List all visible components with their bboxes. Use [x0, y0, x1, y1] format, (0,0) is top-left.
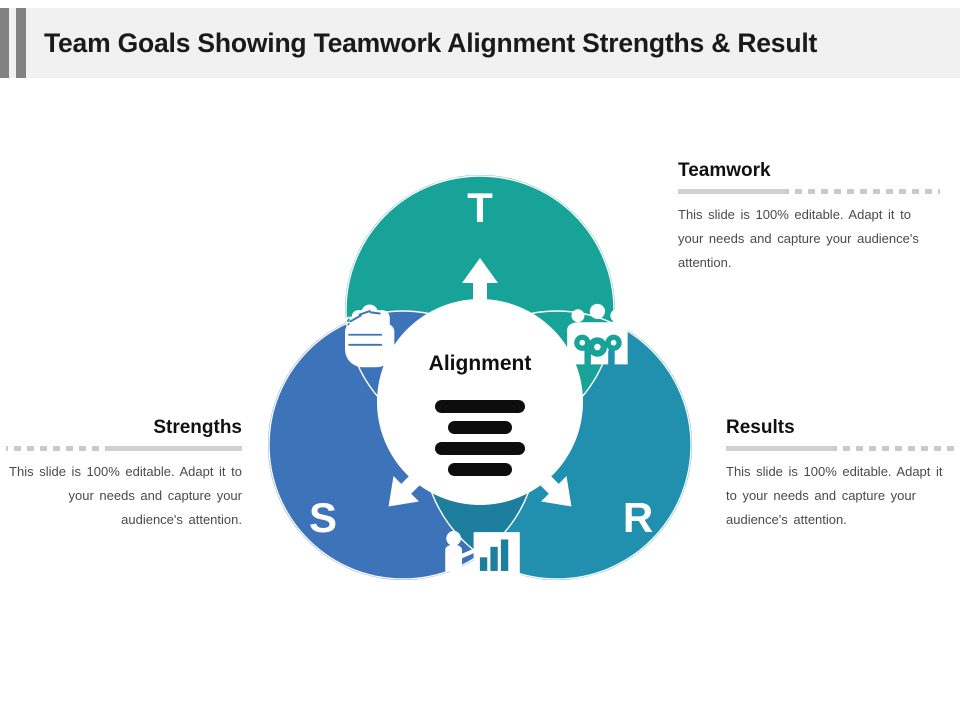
- arrow-up-icon: [462, 258, 498, 310]
- alignment-lines-icon: [435, 400, 525, 476]
- callout-strengths-title: Strengths: [153, 417, 242, 438]
- fist-icon: [341, 304, 395, 368]
- slide-header: Team Goals Showing Teamwork Alignment St…: [0, 8, 960, 78]
- venn-letter-results: R: [623, 494, 653, 541]
- header-accent-bar-second: [16, 8, 26, 78]
- callout-teamwork-title: Teamwork: [678, 160, 771, 181]
- venn-letter-strengths: S: [309, 494, 337, 541]
- callout-strengths-body: This slide is 100% editable. Adapt it to…: [9, 464, 242, 527]
- page-title: Team Goals Showing Teamwork Alignment St…: [44, 28, 818, 58]
- callout-results: Results This slide is 100% editable. Ada…: [726, 417, 956, 532]
- arrow-down-right-icon: [529, 464, 572, 507]
- center-label: Alignment: [429, 352, 532, 375]
- callout-results-title: Results: [726, 417, 795, 438]
- team-gears-icon: [567, 303, 628, 365]
- callout-strengths: Strengths This slide is 100% editable. A…: [6, 417, 242, 532]
- callout-teamwork: Teamwork This slide is 100% editable. Ad…: [678, 160, 940, 275]
- venn-letter-teamwork: T: [467, 184, 493, 231]
- presentation-icon: [445, 531, 520, 599]
- arrow-down-left-icon: [388, 464, 431, 507]
- callout-results-divider: [726, 446, 956, 451]
- callout-teamwork-divider: [678, 189, 940, 194]
- callout-strengths-divider: [6, 446, 242, 451]
- callout-results-body: This slide is 100% editable. Adapt it to…: [726, 464, 943, 527]
- venn-diagram-svg: T S R: [268, 175, 692, 599]
- header-accent-bar-left: [0, 8, 9, 78]
- callout-teamwork-body: This slide is 100% editable. Adapt it to…: [678, 207, 919, 270]
- venn-diagram: T S R: [240, 150, 720, 650]
